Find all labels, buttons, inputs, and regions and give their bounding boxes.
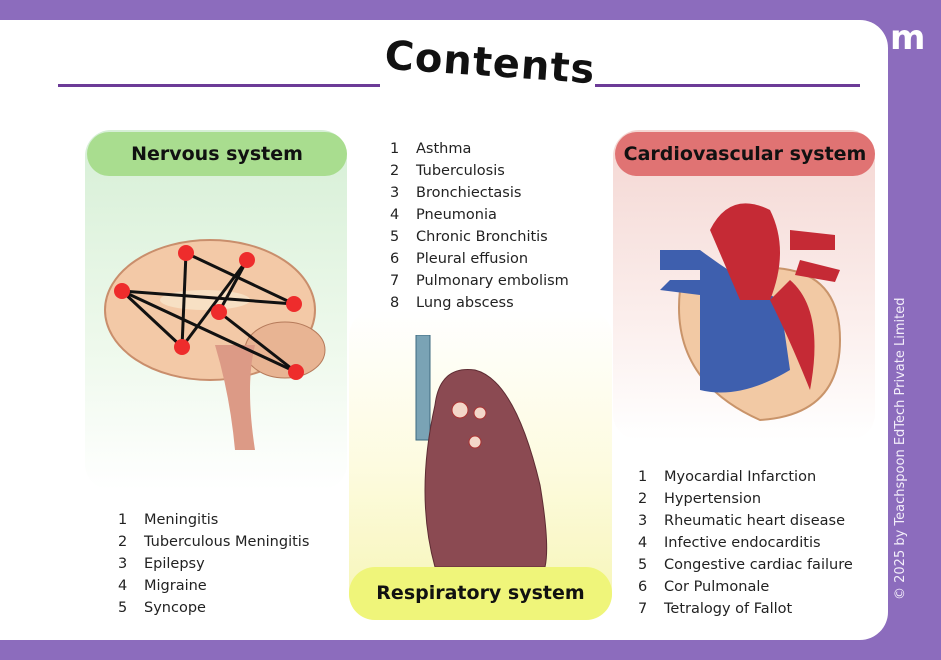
item-label: Epilepsy (144, 556, 205, 572)
item-label: Pulmonary embolism (416, 273, 569, 289)
item-label: Asthma (416, 141, 472, 157)
list-item: 5 Congestive cardiac failure (638, 554, 853, 576)
list-item: 1 Asthma (390, 138, 569, 160)
list-item: 8 Lung abscess (390, 292, 569, 314)
lung-illustration (415, 335, 548, 567)
item-label: Congestive cardiac failure (664, 557, 853, 573)
item-label: Chronic Bronchitis (416, 229, 548, 245)
item-label: Tuberculous Meningitis (144, 534, 310, 550)
item-label: Lung abscess (416, 295, 514, 311)
item-label: Tuberculosis (416, 163, 505, 179)
item-number: 3 (118, 556, 128, 572)
item-number: 1 (390, 141, 400, 157)
item-label: Syncope (144, 600, 206, 616)
item-label: Tetralogy of Fallot (664, 601, 793, 617)
list-item: 5 Syncope (118, 597, 309, 619)
item-label: Pneumonia (416, 207, 497, 223)
cardio-heading: Cardiovascular system (615, 132, 875, 176)
list-item: 4 Pneumonia (390, 204, 569, 226)
respiratory-heading: Respiratory system (349, 567, 612, 620)
copyright-text: © 2025 by Teachspoon EdTech Private Limi… (893, 297, 908, 600)
list-item: 4 Migraine (118, 575, 309, 597)
item-label: Rheumatic heart disease (664, 513, 846, 529)
brain-illustration (104, 239, 326, 450)
list-item: 7 Tetralogy of Fallot (638, 598, 853, 620)
item-number: 3 (390, 185, 400, 201)
list-item: 3 Rheumatic heart disease (638, 510, 853, 532)
title-rule-left (58, 84, 380, 87)
item-label: Hypertension (664, 491, 762, 507)
title-rule-right (595, 84, 860, 87)
heart-illustration (660, 203, 842, 422)
item-label: Infective endocarditis (664, 535, 821, 551)
item-number: 5 (118, 600, 128, 616)
list-item: 3 Epilepsy (118, 553, 309, 575)
item-label: Migraine (144, 578, 207, 594)
item-label: Bronchiectasis (416, 185, 522, 201)
list-item: 3 Bronchiectasis (390, 182, 569, 204)
nervous-list: 1 Meningitis 2 Tuberculous Meningitis 3 Epi… (118, 509, 309, 619)
list-item: 4 Infective endocarditis (638, 532, 853, 554)
brand-logo: m (890, 18, 926, 58)
list-item: 2 Tuberculosis (390, 160, 569, 182)
list-item: 2 Hypertension (638, 488, 853, 510)
list-item: 6 Pleural effusion (390, 248, 569, 270)
list-item: 1 Meningitis (118, 509, 309, 531)
item-number: 8 (390, 295, 400, 311)
item-number: 7 (638, 601, 648, 617)
item-number: 2 (390, 163, 400, 179)
item-number: 5 (638, 557, 648, 573)
nervous-heading: Nervous system (87, 132, 347, 176)
item-number: 3 (638, 513, 648, 529)
cardio-list: 1 Myocardial Infarction 2 Hypertension 3 Rh… (638, 466, 853, 620)
list-item: 2 Tuberculous Meningitis (118, 531, 309, 553)
item-number: 6 (390, 251, 400, 267)
item-number: 5 (390, 229, 400, 245)
item-number: 6 (638, 579, 648, 595)
item-label: Myocardial Infarction (664, 469, 817, 485)
item-number: 1 (638, 469, 648, 485)
item-label: Pleural effusion (416, 251, 529, 267)
item-number: 1 (118, 512, 128, 528)
item-number: 2 (638, 491, 648, 507)
item-number: 4 (118, 578, 128, 594)
item-label: Meningitis (144, 512, 219, 528)
list-item: 7 Pulmonary embolism (390, 270, 569, 292)
item-label: Cor Pulmonale (664, 579, 770, 595)
copyright-label: 2025 by Teachspoon EdTech Private Limite… (893, 297, 908, 583)
item-number: 7 (390, 273, 400, 289)
list-item: 1 Myocardial Infarction (638, 466, 853, 488)
item-number: 4 (638, 535, 648, 551)
item-number: 2 (118, 534, 128, 550)
list-item: 6 Cor Pulmonale (638, 576, 853, 598)
item-number: 4 (390, 207, 400, 223)
list-item: 5 Chronic Bronchitis (390, 226, 569, 248)
